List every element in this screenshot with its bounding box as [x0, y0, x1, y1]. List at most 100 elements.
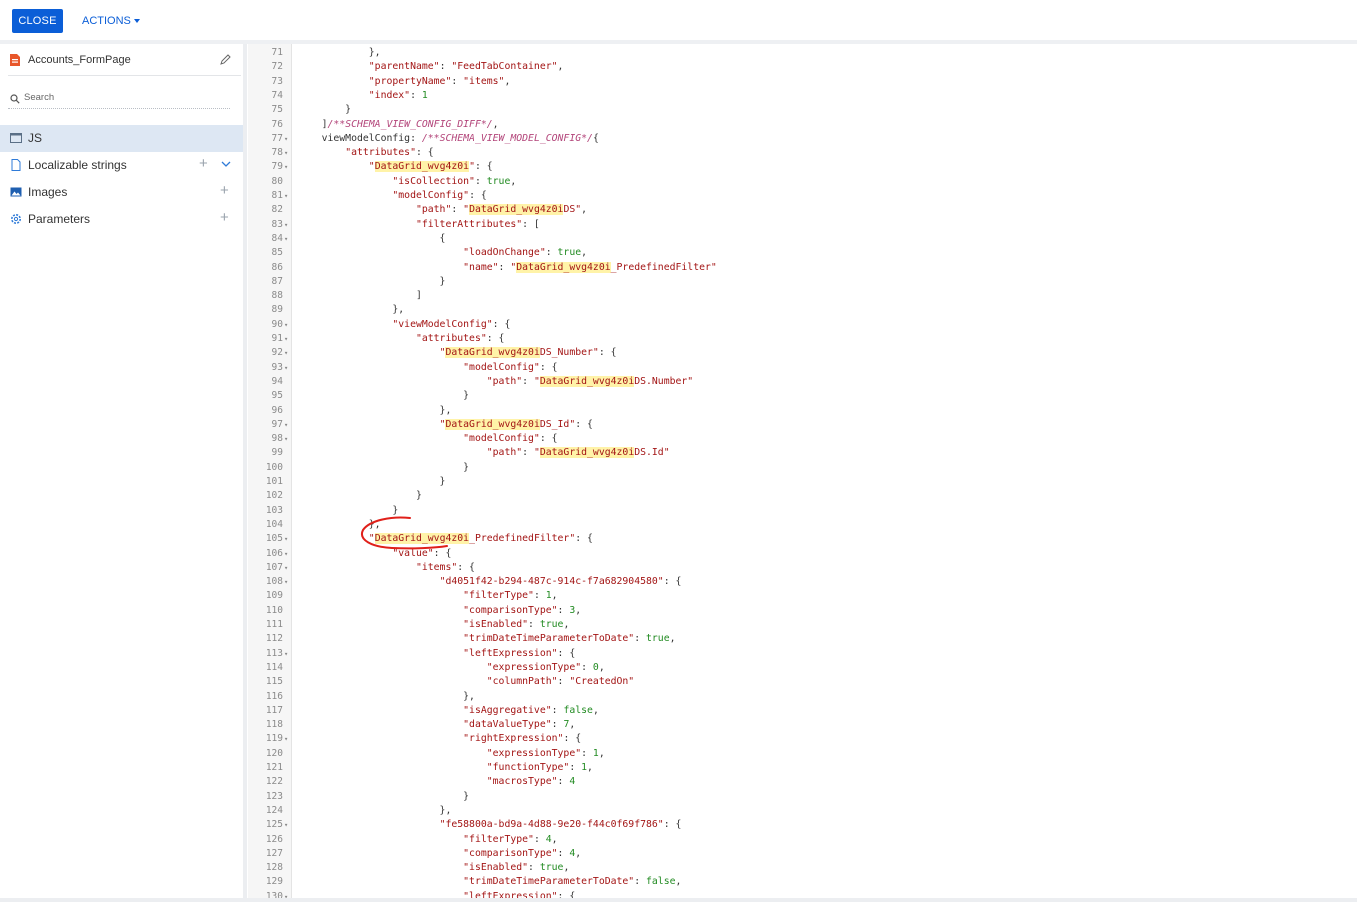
fold-arrow-icon[interactable]: ▾	[284, 435, 289, 444]
line-number: 74	[271, 89, 283, 101]
code-line[interactable]: 119▾ "rightExpression": {	[248, 732, 1357, 746]
sidebar-item-js[interactable]: JS	[0, 125, 243, 152]
fold-arrow-icon[interactable]: ▾	[284, 149, 289, 158]
fold-arrow-icon[interactable]: ▾	[284, 192, 289, 200]
code-line[interactable]: 124 },	[248, 804, 1357, 818]
code-line[interactable]: 125▾ "fe58800a-bd9a-4d88-9e20-f44c0f69f7…	[248, 818, 1357, 832]
code-line[interactable]: 91▾ "attributes": {	[248, 332, 1357, 346]
code-line[interactable]: 128 "isEnabled": true,	[248, 861, 1357, 875]
code-line[interactable]: 82 "path": "DataGrid_wvg4z0iDS",	[248, 203, 1357, 217]
add-icon[interactable]: +	[220, 182, 229, 199]
code-line[interactable]: 71 },	[248, 46, 1357, 60]
chevron-down-icon[interactable]	[221, 160, 231, 168]
code-text: "trimDateTimeParameterToDate": false,	[463, 876, 682, 888]
fold-arrow-icon[interactable]: ▾	[284, 335, 289, 343]
code-line[interactable]: 86 "name": "DataGrid_wvg4z0i_PredefinedF…	[248, 261, 1357, 275]
code-line[interactable]: 93▾ "modelConfig": {	[248, 361, 1357, 375]
code-line[interactable]: 81▾ "modelConfig": {	[248, 189, 1357, 203]
code-line[interactable]: 90▾ "viewModelConfig": {	[248, 318, 1357, 332]
fold-arrow-icon[interactable]: ▾	[284, 735, 289, 744]
code-line[interactable]: 114 "expressionType": 0,	[248, 661, 1357, 675]
line-number: 118	[265, 719, 283, 731]
code-line[interactable]: 104 },	[248, 518, 1357, 532]
code-line[interactable]: 103 }	[248, 504, 1357, 518]
fold-arrow-icon[interactable]: ▾	[284, 420, 289, 429]
fold-arrow-icon[interactable]: ▾	[284, 821, 289, 830]
code-line[interactable]: 80 "isCollection": true,	[248, 175, 1357, 189]
code-line[interactable]: 108▾ "d4051f42-b294-487c-914c-f7a6829045…	[248, 575, 1357, 589]
code-line[interactable]: 123 }	[248, 790, 1357, 804]
code-line[interactable]: 78▾ "attributes": {	[248, 146, 1357, 160]
code-line[interactable]: 127 "comparisonType": 4,	[248, 847, 1357, 861]
search-field[interactable]: Search	[8, 90, 230, 109]
code-line[interactable]: 115 "columnPath": "CreatedOn"	[248, 675, 1357, 689]
code-line[interactable]: 106▾ "value": {	[248, 547, 1357, 561]
code-editor[interactable]: 71 },72 "parentName": "FeedTabContainer"…	[248, 44, 1357, 902]
code-line[interactable]: 112 "trimDateTimeParameterToDate": true,	[248, 632, 1357, 646]
code-line[interactable]: 76 ]/**SCHEMA_VIEW_CONFIG_DIFF*/,	[248, 118, 1357, 132]
sidebar-item-images[interactable]: Images +	[0, 179, 243, 206]
sidebar-item-parameters[interactable]: Parameters +	[0, 206, 243, 233]
code-line[interactable]: 107▾ "items": {	[248, 561, 1357, 575]
code-line[interactable]: 77▾ viewModelConfig: /**SCHEMA_VIEW_MODE…	[248, 132, 1357, 146]
code-line[interactable]: 105▾ "DataGrid_wvg4z0i_PredefinedFilter"…	[248, 532, 1357, 546]
code-line[interactable]: 116 },	[248, 690, 1357, 704]
fold-arrow-icon[interactable]: ▾	[284, 349, 289, 358]
fold-arrow-icon[interactable]: ▾	[284, 563, 289, 572]
code-line[interactable]: 120 "expressionType": 1,	[248, 747, 1357, 761]
code-line[interactable]: 73 "propertyName": "items",	[248, 75, 1357, 89]
code-line[interactable]: 129 "trimDateTimeParameterToDate": false…	[248, 875, 1357, 889]
code-line[interactable]: 113▾ "leftExpression": {	[248, 647, 1357, 661]
code-line[interactable]: 74 "index": 1	[248, 89, 1357, 103]
code-line[interactable]: 122 "macrosType": 4	[248, 775, 1357, 789]
bottom-scrollbar[interactable]	[0, 898, 1357, 902]
code-line[interactable]: 111 "isEnabled": true,	[248, 618, 1357, 632]
fold-arrow-icon[interactable]: ▾	[284, 220, 289, 229]
line-number: 120	[265, 747, 283, 759]
code-line[interactable]: 117 "isAggregative": false,	[248, 704, 1357, 718]
fold-arrow-icon[interactable]: ▾	[284, 234, 289, 243]
fold-arrow-icon[interactable]: ▾	[284, 163, 289, 172]
code-line[interactable]: 121 "functionType": 1,	[248, 761, 1357, 775]
close-button[interactable]: CLOSE	[12, 9, 63, 33]
settings-icon	[11, 214, 21, 224]
code-line[interactable]: 102 }	[248, 489, 1357, 503]
code-line[interactable]: 126 "filterType": 4,	[248, 833, 1357, 847]
actions-menu-button[interactable]: ACTIONS	[82, 9, 140, 33]
code-line[interactable]: 109 "filterType": 1,	[248, 589, 1357, 603]
code-line[interactable]: 96 },	[248, 404, 1357, 418]
fold-arrow-icon[interactable]: ▾	[284, 363, 289, 372]
code-line[interactable]: 89 },	[248, 303, 1357, 317]
fold-arrow-icon[interactable]: ▾	[284, 134, 289, 143]
code-line[interactable]: 98▾ "modelConfig": {	[248, 432, 1357, 446]
code-line[interactable]: 79▾ "DataGrid_wvg4z0i": {	[248, 160, 1357, 174]
code-line[interactable]: 95 }	[248, 389, 1357, 403]
code-line[interactable]: 87 }	[248, 275, 1357, 289]
code-line[interactable]: 130▾ "leftExpression": {	[248, 890, 1357, 904]
code-line[interactable]: 92▾ "DataGrid_wvg4z0iDS_Number": {	[248, 346, 1357, 360]
code-line[interactable]: 118 "dataValueType": 7,	[248, 718, 1357, 732]
code-line[interactable]: 97▾ "DataGrid_wvg4z0iDS_Id": {	[248, 418, 1357, 432]
code-line[interactable]: 88 ]	[248, 289, 1357, 303]
code-line[interactable]: 100 }	[248, 461, 1357, 475]
edit-pencil-icon[interactable]	[220, 54, 231, 65]
code-line[interactable]: 84▾ {	[248, 232, 1357, 246]
code-line[interactable]: 75 }	[248, 103, 1357, 117]
fold-arrow-icon[interactable]: ▾	[284, 578, 289, 587]
code-line[interactable]: 94 "path": "DataGrid_wvg4z0iDS.Number"	[248, 375, 1357, 389]
code-text: "path": "DataGrid_wvg4z0iDS",	[415, 204, 588, 216]
code-line[interactable]: 101 }	[248, 475, 1357, 489]
fold-arrow-icon[interactable]: ▾	[284, 649, 289, 658]
code-line[interactable]: 110 "comparisonType": 3,	[248, 604, 1357, 618]
code-line[interactable]: 85 "loadOnChange": true,	[248, 246, 1357, 260]
code-line[interactable]: 72 "parentName": "FeedTabContainer",	[248, 60, 1357, 74]
code-line[interactable]: 99 "path": "DataGrid_wvg4z0iDS.Id"	[248, 446, 1357, 460]
fold-arrow-icon[interactable]: ▾	[284, 892, 289, 901]
add-icon[interactable]: +	[220, 209, 229, 226]
fold-arrow-icon[interactable]: ▾	[284, 535, 289, 544]
sidebar-item-localizable-strings[interactable]: Localizable strings +	[0, 152, 243, 179]
fold-arrow-icon[interactable]: ▾	[284, 549, 289, 558]
code-line[interactable]: 83▾ "filterAttributes": [	[248, 218, 1357, 232]
fold-arrow-icon[interactable]: ▾	[284, 320, 289, 329]
add-icon[interactable]: +	[199, 155, 208, 172]
